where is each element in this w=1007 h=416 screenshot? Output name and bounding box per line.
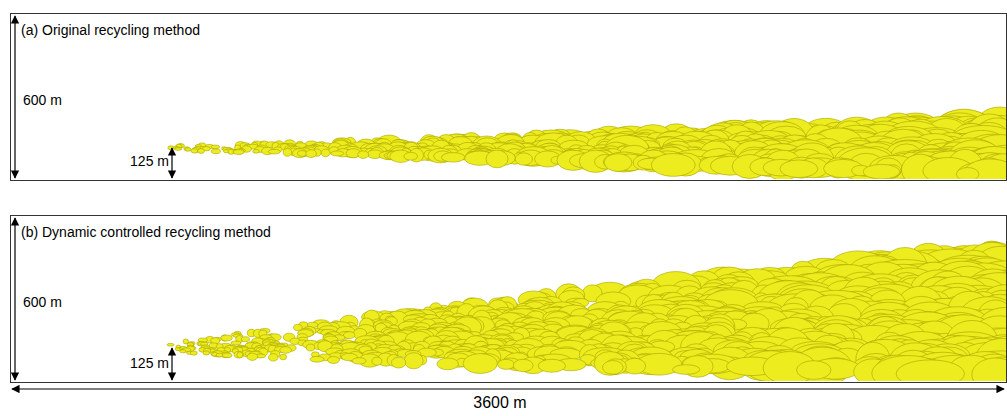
wake-blob bbox=[180, 350, 186, 353]
wake-blob bbox=[190, 351, 197, 355]
wake-blob bbox=[352, 358, 366, 364]
wake-blob bbox=[404, 152, 418, 160]
wake-blob bbox=[863, 164, 900, 179]
wake-blob bbox=[292, 149, 307, 158]
wake-blob bbox=[538, 359, 565, 372]
dimension-label: 3600 m bbox=[473, 394, 526, 412]
wake-blob bbox=[358, 151, 369, 159]
wake-blob bbox=[211, 145, 220, 149]
wake-blob bbox=[268, 354, 278, 361]
wake-blob bbox=[515, 153, 532, 165]
wake-blob bbox=[234, 351, 243, 358]
wake-blob bbox=[441, 153, 465, 163]
panel-frame: (a) Original recycling method 600 m 125 m bbox=[10, 13, 1007, 181]
wake-blob bbox=[624, 358, 646, 374]
wake-blob bbox=[972, 358, 1006, 381]
wake-blob bbox=[191, 149, 198, 153]
wake-blob bbox=[268, 149, 280, 154]
wake-blob bbox=[185, 148, 191, 151]
wake-blob bbox=[603, 361, 624, 375]
wake-blob bbox=[604, 154, 632, 172]
wake-blob bbox=[372, 357, 382, 365]
hub-height-arrow bbox=[171, 348, 172, 380]
wake-blob bbox=[594, 352, 626, 376]
wake-blob bbox=[672, 365, 699, 375]
wake-blob bbox=[216, 353, 223, 357]
wake-blob bbox=[253, 149, 259, 153]
height-arrow bbox=[14, 218, 15, 380]
wake-blob bbox=[310, 356, 324, 362]
wake-blob bbox=[167, 343, 174, 346]
wake-blob bbox=[498, 359, 515, 369]
wake-blob bbox=[247, 353, 258, 360]
wake-blob bbox=[486, 150, 508, 168]
wake-blob bbox=[391, 357, 405, 368]
wake-blob bbox=[198, 148, 205, 153]
hub-height-arrow bbox=[171, 148, 172, 178]
wake-blob bbox=[294, 324, 303, 330]
wake-blob bbox=[280, 347, 292, 354]
dimension-label: 600 m bbox=[23, 295, 62, 310]
wake-blob bbox=[212, 351, 223, 357]
wake-blob bbox=[780, 160, 818, 178]
wake-blob bbox=[223, 353, 232, 358]
height-arrow bbox=[14, 16, 15, 178]
wake-blob bbox=[211, 149, 220, 154]
wake-blob bbox=[404, 353, 423, 369]
dimension-label: 600 m bbox=[23, 93, 62, 108]
wake-blob bbox=[283, 148, 292, 156]
wake-blob bbox=[331, 151, 344, 156]
wake-blob bbox=[237, 352, 243, 358]
wake-isosurface bbox=[167, 241, 1006, 381]
wake-blob bbox=[321, 149, 330, 157]
wake-blob bbox=[306, 344, 315, 351]
length-arrow bbox=[12, 388, 1004, 389]
wake-blob bbox=[651, 154, 695, 177]
wake-blob bbox=[513, 359, 533, 371]
panel-title: (a) Original recycling method bbox=[21, 23, 200, 38]
wake-blob bbox=[174, 148, 181, 151]
wake-blob bbox=[168, 146, 174, 150]
wake-blob bbox=[175, 348, 180, 351]
wake-blob bbox=[203, 351, 209, 355]
wake-blob bbox=[280, 354, 287, 360]
wake-blob bbox=[231, 341, 241, 345]
wake-blob bbox=[298, 151, 307, 157]
wake-blob bbox=[327, 357, 339, 364]
wake-blob bbox=[956, 168, 979, 179]
wake-blob bbox=[797, 361, 832, 380]
panel-frame: (b) Dynamic controlled recycling method 6… bbox=[10, 215, 1007, 383]
wake-blob bbox=[233, 150, 244, 155]
wake-blob bbox=[437, 358, 459, 370]
wake-blob bbox=[463, 354, 497, 374]
wake-blob bbox=[241, 337, 249, 342]
dimension-label: 125 m bbox=[130, 154, 169, 169]
wake-blob bbox=[896, 360, 964, 381]
wake-blob bbox=[221, 335, 233, 341]
wake-isosurface bbox=[168, 107, 1006, 179]
wake-blob bbox=[306, 150, 317, 158]
panel-title: (b) Dynamic controlled recycling method bbox=[21, 225, 271, 240]
dimension-label: 125 m bbox=[130, 356, 169, 371]
